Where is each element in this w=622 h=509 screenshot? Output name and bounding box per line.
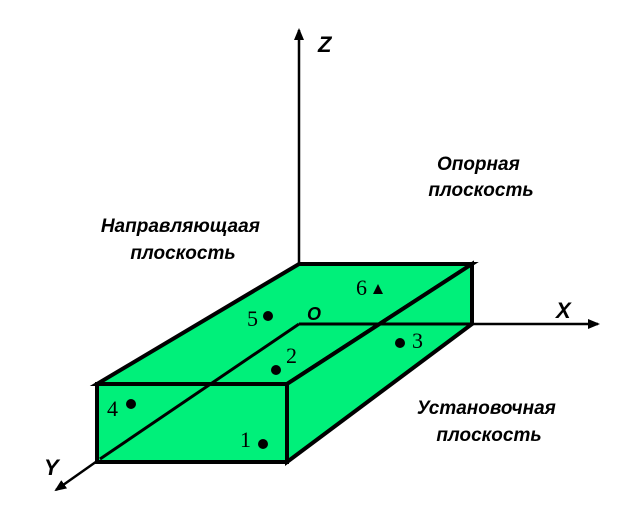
point-1-label: 1 xyxy=(240,427,251,452)
point-3-label: 3 xyxy=(412,328,423,353)
point-6-marker xyxy=(373,284,383,294)
guiding-plane-label: Направляющаая плоскость xyxy=(101,216,265,264)
y-axis-label: Y xyxy=(44,455,61,480)
x-axis-label: X xyxy=(554,298,572,323)
support-plane-label: Опорная плоскость xyxy=(428,154,533,201)
box-front-face xyxy=(95,382,289,464)
point-2-label: 2 xyxy=(286,343,297,368)
point-2-dot xyxy=(271,365,281,375)
point-5-dot xyxy=(263,311,273,321)
point-4-label: 4 xyxy=(107,396,118,421)
point-5-label: 5 xyxy=(247,306,258,331)
z-axis-label: Z xyxy=(317,32,333,57)
y-axis-on-box xyxy=(99,322,300,461)
point-3-dot xyxy=(395,338,405,348)
point-4-dot xyxy=(126,399,136,409)
y-axis xyxy=(54,457,101,492)
point-1-dot xyxy=(258,439,268,449)
point-6-label: 6 xyxy=(356,275,367,300)
origin-label: O xyxy=(307,304,321,324)
mounting-plane-label: Установочная плоскость xyxy=(417,398,561,446)
